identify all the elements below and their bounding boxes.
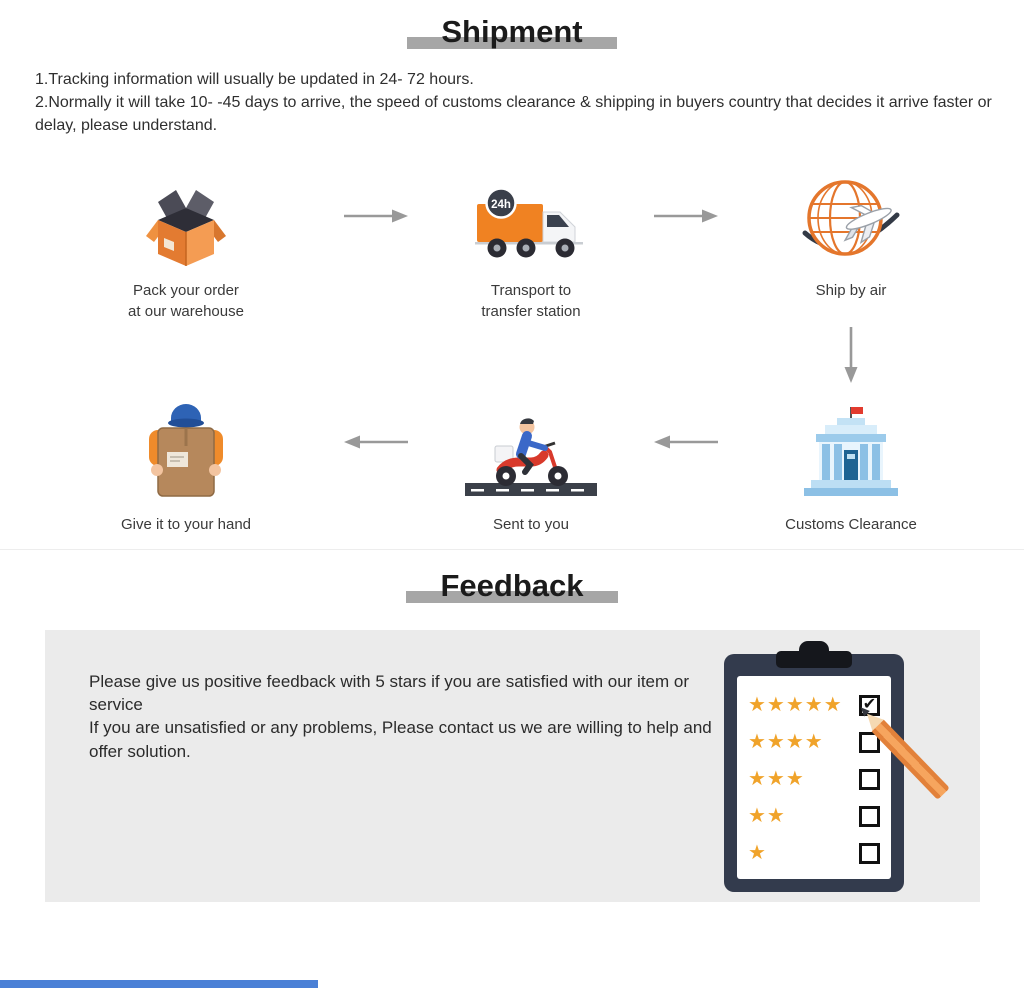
checkbox-icon: [859, 731, 880, 753]
checkbox-icon: [859, 768, 880, 790]
feedback-title-text: Feedback: [440, 567, 584, 603]
customs-building-icon: [804, 406, 898, 496]
arrow-down-icon: [844, 326, 858, 383]
shipment-title: Shipment: [407, 14, 617, 50]
bottom-blue-strip: [0, 980, 318, 988]
star-rating: ★★★★★: [748, 694, 843, 717]
step-label-pack: Pack your order at our warehouse: [128, 281, 244, 320]
title-highlight-bar: [406, 590, 618, 603]
shipment-intro-line-2: 2.Normally it will take 10- -45 days to …: [35, 94, 992, 135]
step-pack-order: Pack your order at our warehouse: [36, 162, 336, 322]
courier-person-icon: [149, 403, 223, 497]
shipment-section: Shipment 1.Tracking information will usu…: [0, 14, 1024, 535]
feedback-section: Feedback Please give us positive feedbac…: [0, 548, 1024, 902]
clipboard-paper: ★★★★★✔★★★★★★★★★★: [737, 675, 891, 879]
checkbox-checked-icon: ✔: [859, 694, 880, 716]
arrow-left-icon: [654, 435, 718, 449]
step-sent-to-you: Sent to you: [416, 388, 646, 535]
arrow-right-icon: [654, 209, 718, 223]
step-customs-clearance: Customs Clearance: [726, 388, 976, 535]
delivery-scooter-icon: [465, 418, 597, 496]
package-box-icon: [146, 189, 226, 266]
shipment-title-text: Shipment: [441, 14, 583, 49]
rating-row: ★★★★★ ✔: [748, 687, 880, 724]
star-rating: ★★: [748, 805, 786, 828]
feedback-title: Feedback: [406, 567, 618, 604]
arrow-left-icon: [344, 435, 408, 449]
feedback-panel: Please give us positive feedback with 5 …: [45, 629, 980, 902]
title-highlight-bar: [407, 37, 617, 49]
clipboard-clip: [776, 650, 852, 668]
rating-row: ★★: [748, 798, 880, 835]
feedback-line-1: Please give us positive feedback with 5 …: [89, 671, 690, 715]
arrow-right-icon: [344, 209, 408, 223]
rating-clipboard-illustration: ★★★★★✔★★★★★★★★★★: [724, 640, 950, 892]
step-label-air: Ship by air: [815, 281, 887, 299]
feedback-line-2: If you are unsatisfied or any problems, …: [89, 718, 712, 761]
step-ship-by-air: Ship by air: [726, 162, 976, 322]
feedback-message: Please give us positive feedback with 5 …: [89, 670, 729, 764]
rating-row: ★: [748, 835, 880, 872]
shipment-intro-line-1: 1.Tracking information will usually be u…: [35, 71, 474, 88]
rating-row: ★★★: [748, 761, 880, 798]
step-transport: 24h Transport to transfer station: [416, 162, 646, 322]
step-label-hand: Give it to your hand: [120, 515, 252, 533]
step-give-to-hand: Give it to your hand: [36, 388, 336, 535]
delivery-truck-icon: 24h: [475, 186, 583, 258]
shipment-intro: 1.Tracking information will usually be u…: [35, 68, 996, 138]
globe-airplane-icon: [802, 179, 900, 256]
star-rating: ★: [748, 842, 767, 865]
star-rating: ★★★★: [748, 731, 824, 754]
step-label-transport: Transport to transfer station: [481, 281, 581, 320]
checkbox-icon: [859, 842, 880, 864]
truck-badge-label: 24h: [491, 199, 511, 211]
step-label-customs: Customs Clearance: [785, 515, 917, 533]
checkbox-icon: [859, 805, 880, 827]
step-label-sent: Sent to you: [493, 515, 569, 533]
rating-row: ★★★★: [748, 724, 880, 761]
star-rating: ★★★: [748, 768, 805, 791]
shipment-flow-diagram: Pack your order at our warehouse: [0, 162, 1024, 535]
rating-rows: ★★★★★✔★★★★★★★★★★: [748, 687, 880, 872]
